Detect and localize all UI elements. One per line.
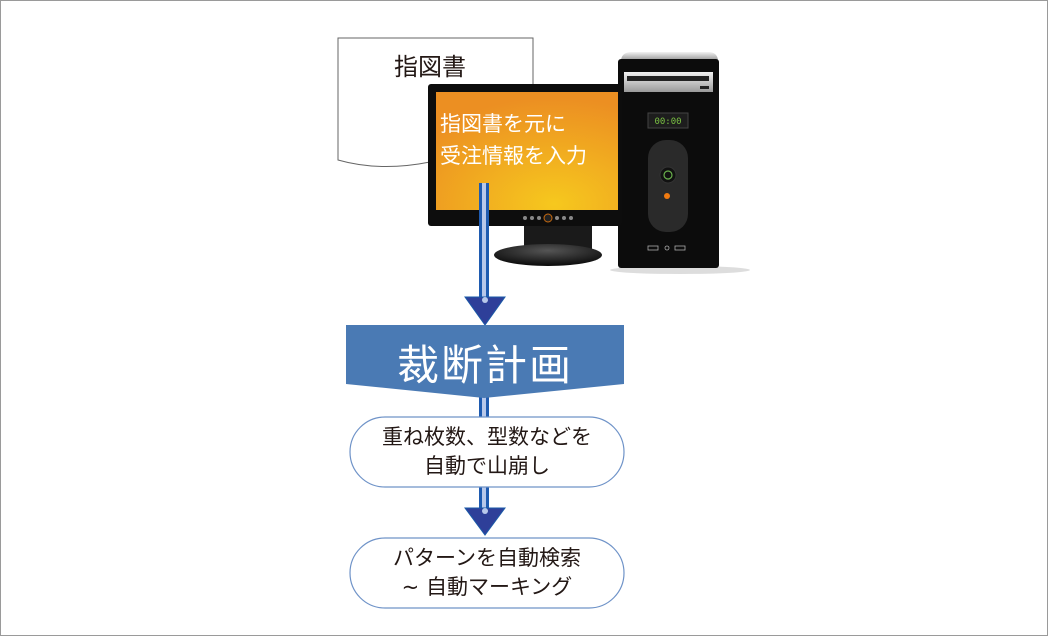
document-title: 指図書 (394, 53, 466, 81)
step-2-line1: パターンを自動検索 (393, 546, 581, 570)
flow-arrow-1 (464, 183, 506, 326)
tower-display: 00:00 (654, 117, 681, 127)
computer-tower-icon: 00:00 (618, 52, 719, 268)
step-2-line2: ~ 自動マーキング (401, 575, 573, 599)
banner-title: 裁断計画 (396, 341, 573, 390)
monitor-text-line1: 指図書を元に (440, 112, 566, 136)
monitor-text: 指図書を元に 受注情報を入力 (440, 108, 587, 172)
step-box-1 (349, 416, 625, 488)
step-1-line2: 自動で山崩し (424, 454, 550, 478)
step-1-line1: 重ね枚数、型数などを (382, 425, 592, 449)
step-2-text: パターンを自動検索 ~ 自動マーキング (350, 544, 624, 602)
step-1-text: 重ね枚数、型数などを 自動で山崩し (350, 423, 624, 481)
monitor-text-line2: 受注情報を入力 (440, 144, 587, 168)
cutting-plan-banner (346, 325, 624, 398)
step-box-2 (349, 537, 625, 609)
monitor-icon (428, 84, 622, 266)
flow-arrow-3 (464, 486, 506, 536)
flow-arrow-2 (479, 394, 489, 420)
